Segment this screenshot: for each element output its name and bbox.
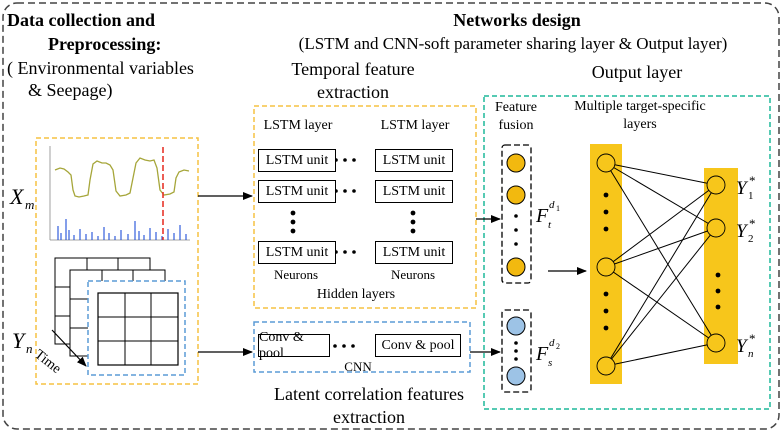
- spatial-fusion-dots: [514, 341, 518, 361]
- temporal-feature-symbol: F t d 1: [536, 199, 560, 231]
- temporal-fusion-dots: [514, 214, 518, 246]
- grid-matrix-stack: [51, 257, 186, 376]
- output-target-nodes: [706, 175, 726, 353]
- target-connection-2-3: [605, 266, 717, 344]
- lstm-layer-label-left: LSTM layer: [263, 118, 333, 133]
- target-connection-3-1: [605, 184, 717, 367]
- lstm-panel: [253, 105, 477, 309]
- output-y1-label: Y 1 *: [736, 173, 756, 202]
- rainfall-bars: [57, 219, 187, 240]
- temporal-feature-title: Temporal feature: [291, 59, 415, 79]
- target-connection-2-2: [605, 227, 717, 268]
- neurons-label-left: Neurons: [273, 267, 319, 282]
- seepage-series-line: [54, 157, 190, 198]
- output-target-dots: [715, 272, 721, 310]
- feature-fusion-label-line1: Feature: [495, 100, 537, 115]
- latent-extraction-title: extraction: [333, 407, 405, 427]
- lstm-unit-left-1: LSTM unit: [258, 149, 336, 172]
- environmental-variables-subtitle: ( Environmental variables: [7, 58, 194, 78]
- hidden-target-dots: [603, 192, 609, 331]
- target-connection-1-3: [605, 162, 717, 344]
- output-yn-label: Y n *: [736, 331, 756, 360]
- flow-arrows: [198, 192, 587, 356]
- input-xm-label: X m: [10, 184, 35, 212]
- spatial-fusion-nodes: [506, 316, 526, 386]
- time-arrow: [51, 329, 87, 367]
- output-target-bar: [704, 168, 738, 364]
- target-connection-3-3: [605, 342, 717, 367]
- conv-pool-block-1: Conv & pool: [258, 330, 330, 361]
- lstm-unit-right-3: LSTM unit: [375, 241, 453, 264]
- temporal-extraction-title: extraction: [317, 82, 389, 102]
- spatial-feature-symbol: F s d 2: [536, 337, 560, 369]
- lstm-unit-right-1: LSTM unit: [375, 149, 453, 172]
- cnn-label: CNN: [344, 359, 372, 374]
- output-layer-title: Output layer: [591, 62, 683, 82]
- feature-fusion-label-line2: fusion: [498, 118, 534, 133]
- temporal-fusion-column: [501, 144, 532, 284]
- output-y2-label: Y 2 *: [736, 216, 756, 245]
- output-panel: [483, 95, 771, 410]
- target-connection-3-2: [605, 227, 717, 367]
- data-collection-title: Data collection and: [7, 10, 155, 30]
- spatial-fusion-column: [501, 309, 532, 393]
- matrix-layer-front: [97, 292, 179, 366]
- target-connections: [605, 162, 717, 367]
- lstm-layer-label-right: LSTM layer: [380, 118, 450, 133]
- lstm-unit-right-2: LSTM unit: [375, 180, 453, 203]
- target-connection-2-1: [605, 184, 717, 268]
- lstm-unit-left-2: LSTM unit: [258, 180, 336, 203]
- hidden-target-nodes: [596, 153, 616, 376]
- neurons-label-right: Neurons: [390, 267, 436, 282]
- time-series-plot: [49, 146, 190, 241]
- cnn-ellipsis-dots: [333, 344, 355, 348]
- input-yn-label: Y n: [12, 328, 33, 356]
- input-panel: [35, 137, 199, 385]
- networks-design-subtitle: (LSTM and CNN-soft parameter sharing lay…: [298, 34, 728, 53]
- networks-design-title: Networks design: [453, 10, 581, 30]
- lstm-ellipsis-dots: [290, 158, 416, 254]
- target-connection-1-1: [605, 162, 717, 186]
- conv-pool-block-2: Conv & pool: [375, 334, 461, 357]
- multiple-target-specific-label: Multiple target-specific: [574, 99, 706, 114]
- temporal-fusion-nodes: [506, 153, 526, 277]
- lstm-unit-left-3: LSTM unit: [258, 241, 336, 264]
- hidden-layers-label: Hidden layers: [316, 287, 396, 302]
- latent-correlation-title: Latent correlation features: [274, 384, 464, 404]
- seepage-subtitle: & Seepage): [28, 80, 113, 100]
- target-connection-1-2: [605, 162, 717, 229]
- layers-label: layers: [623, 117, 657, 132]
- preprocessing-title: Preprocessing:: [48, 34, 162, 54]
- cnn-panel: [253, 321, 471, 373]
